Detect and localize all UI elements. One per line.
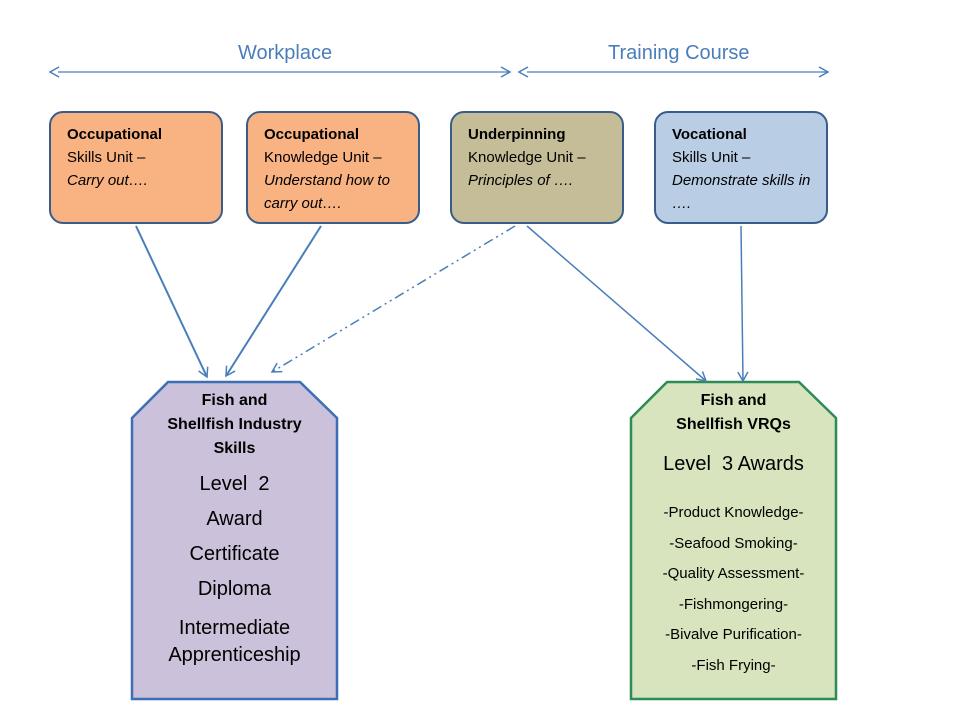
arrow-occ-knowledge-to-industry [225,225,322,378]
arrow-underpinning-to-industry [270,225,516,373]
unit-title-line2: Knowledge Unit – [264,149,382,166]
unit-title-line1: Occupational [264,126,360,143]
vrqs-award-item: -Quality Assessment- [662,565,805,582]
unit-underpinning-knowledge: Underpinning Knowledge Unit – Principles… [450,111,624,224]
arrow-underpinning-to-vrqs [526,225,708,383]
industry-skills-title-line3: Skills [213,440,256,457]
unit-description: Principles of …. [468,172,574,189]
industry-skills-apprenticeship-line1: Intermediate [178,617,291,639]
vrqs-award-item: -Seafood Smoking- [669,534,798,552]
vrqs-award-item: -Bivalve Purification- [665,626,802,643]
unit-title-line2: Knowledge Unit – [468,149,586,166]
vrqs-award-item: -Fishmongering- [678,595,789,613]
industry-skills-title-line1: Fish and [201,392,268,409]
unit-title-line1: Underpinning [468,126,566,143]
unit-title-line2: Skills Unit – [672,149,751,166]
vrqs-qualification: Fish and Shellfish VRQs Level 3 Awards -… [631,389,836,681]
industry-skills-level: Level 2 [199,473,270,495]
industry-skills-award: Award [206,508,263,530]
vrqs-award-item: -Product Knowledge- [663,504,804,521]
unit-description: Carry out…. [67,172,148,189]
unit-vocational-skills: Vocational Skills Unit – Demonstrate ski… [654,111,828,224]
vrqs-awards-list: -Product Knowledge- -Seafood Smoking- -Q… [631,498,836,681]
arrow-occ-skills-to-industry [135,225,209,379]
unit-occupational-knowledge: Occupational Knowledge Unit – Understand… [246,111,420,224]
header-workplace: Workplace [238,42,333,64]
vrqs-level: Level 3 Awards [663,453,804,475]
industry-skills-qualification: Fish and Shellfish Industry Skills Level… [132,389,337,667]
vrqs-award-item: -Fish Frying- [691,656,776,674]
unit-title-line2: Skills Unit – [67,149,146,166]
industry-skills-certificate: Certificate [189,543,280,565]
vrqs-title-line1: Fish and [700,392,767,409]
vrqs-title-line2: Shellfish VRQs [676,416,791,433]
vrqs-shape [629,380,838,701]
unit-description: Demonstrate skills in …. [672,172,811,212]
arrow-vocational-to-vrqs [737,225,749,383]
unit-occupational-skills: Occupational Skills Unit – Carry out…. [49,111,223,224]
header-training-course: Training Course [608,42,750,64]
industry-skills-diploma: Diploma [197,578,272,600]
unit-title-line1: Vocational [672,126,747,143]
industry-skills-apprenticeship-line2: Apprenticeship [168,644,301,666]
industry-skills-shape [130,380,339,701]
unit-description: Understand how to carry out…. [264,172,390,212]
unit-title-line1: Occupational [67,126,163,143]
industry-skills-title-line2: Shellfish Industry [167,416,302,433]
